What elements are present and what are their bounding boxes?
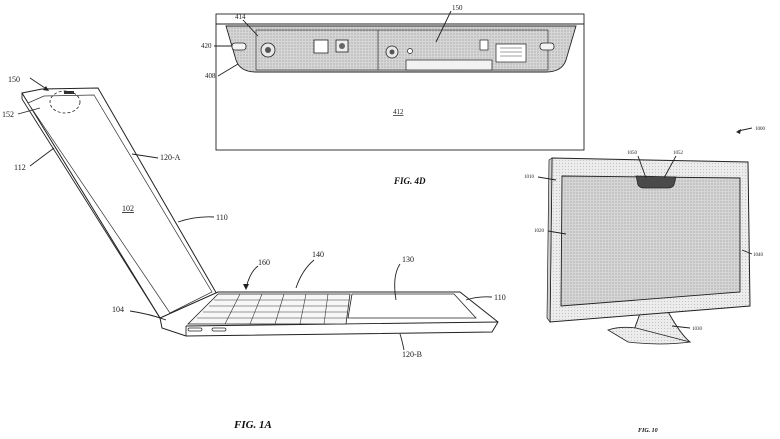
label-1000: 1000 xyxy=(755,127,766,132)
caption-fig-1a: FIG. 1A xyxy=(233,419,272,431)
label-1030: 1030 xyxy=(692,327,703,332)
monitor-foot xyxy=(607,326,691,345)
label-120-a: 120-A xyxy=(160,153,181,162)
laptop-display xyxy=(27,94,213,314)
fig4d-right-slot xyxy=(539,42,555,51)
label-1052: 1052 xyxy=(673,151,684,156)
label-150-fig4d: 150 xyxy=(452,4,463,12)
label-120-b: 120-B xyxy=(402,350,422,359)
label-1020: 1020 xyxy=(534,229,545,234)
fig4d-board xyxy=(495,43,527,63)
caption-fig-10: FIG. 10 xyxy=(638,428,658,434)
label-414: 414 xyxy=(235,13,246,21)
label-130: 130 xyxy=(402,255,414,264)
fig-4d: 414 150 420 408 412 FIG. 4D xyxy=(201,4,585,186)
fig4d-lens-left-core xyxy=(265,47,271,53)
fig4d-flex-connector xyxy=(405,59,493,71)
label-1010: 1010 xyxy=(524,175,535,180)
label-112: 112 xyxy=(14,163,26,172)
label-102: 102 xyxy=(122,204,134,213)
label-140: 140 xyxy=(312,250,324,259)
camera-detail-circle xyxy=(49,90,81,114)
label-150: 150 xyxy=(8,75,20,84)
port-left xyxy=(187,327,203,332)
label-1040: 1040 xyxy=(753,253,764,258)
label-110-base: 110 xyxy=(494,293,506,302)
caption-fig-4d: FIG. 4D xyxy=(393,176,426,186)
label-152: 152 xyxy=(2,110,14,119)
monitor-camera-notch xyxy=(635,175,677,189)
port-right xyxy=(211,327,227,332)
fig-1a: 150 152 112 120-A 102 110 160 140 130 11… xyxy=(2,75,506,431)
label-1050: 1050 xyxy=(627,151,638,156)
fig4d-indicator xyxy=(407,48,413,54)
camera-housing xyxy=(64,91,74,94)
fig4d-sensor-small-core xyxy=(339,43,345,49)
monitor-screen xyxy=(560,175,741,307)
label-412: 412 xyxy=(393,108,404,116)
keyboard-keys xyxy=(197,293,349,325)
label-104: 104 xyxy=(112,305,124,314)
fig4d-housing-outline xyxy=(215,13,585,151)
label-408: 408 xyxy=(205,72,216,80)
label-160: 160 xyxy=(258,258,270,267)
label-420: 420 xyxy=(201,42,212,50)
trackpad xyxy=(347,293,477,319)
label-110-top: 110 xyxy=(216,213,228,222)
fig4d-lens-right-core xyxy=(389,49,395,55)
fig-10: 1000 1050 1052 1010 1020 1040 1030 FIG. … xyxy=(524,127,766,434)
fig4d-sensor-square xyxy=(313,39,329,54)
fig4d-left-slot xyxy=(231,42,247,51)
fig4d-clip xyxy=(479,39,489,51)
